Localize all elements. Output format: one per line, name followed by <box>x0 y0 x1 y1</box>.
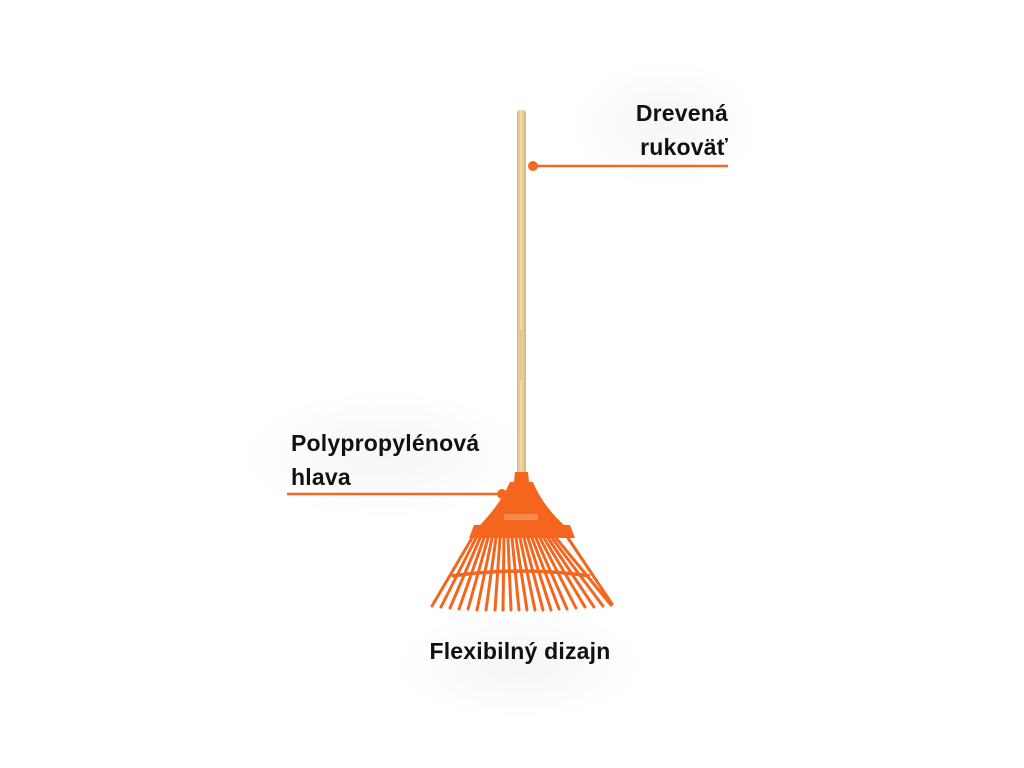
callout-handle-label: Drevená rukoväť <box>636 96 728 164</box>
label-backdrop-handle <box>570 60 760 190</box>
callout-line-handle <box>528 161 728 171</box>
callout-handle-line1: Drevená <box>635 100 728 126</box>
label-backdrop-head <box>240 390 530 520</box>
rake-head-icon <box>430 472 614 612</box>
callout-design-label: Flexibilný dizajn <box>420 634 620 668</box>
callout-design-text: Flexibilný dizajn <box>429 638 611 664</box>
callout-head-label: Polypropylénová hlava <box>291 426 479 494</box>
callout-handle-line2: rukoväť <box>640 134 728 160</box>
wooden-handle <box>517 110 526 478</box>
callout-line-head <box>287 489 507 499</box>
label-backdrop-design <box>395 610 645 720</box>
callout-head-line2: hlava <box>291 464 351 490</box>
callout-head-line1: Polypropylénová <box>291 430 480 456</box>
